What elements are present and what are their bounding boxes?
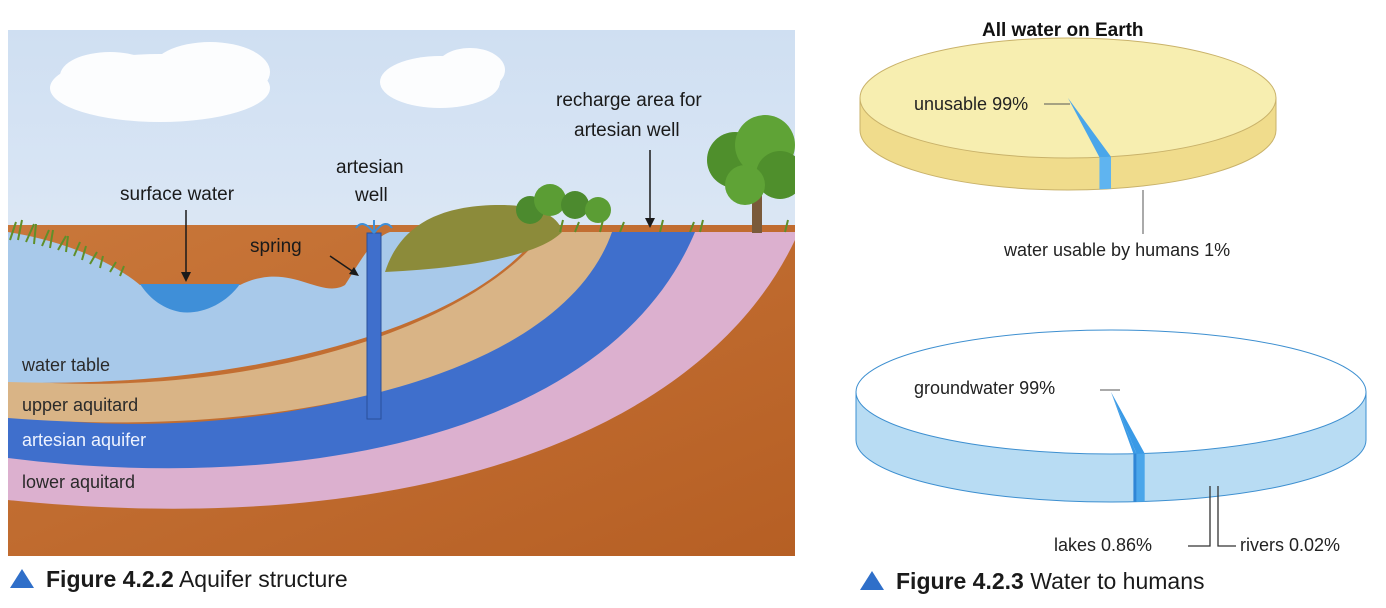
fountain-icon [355,220,393,234]
recharge-label-line1: recharge area for [556,90,702,111]
pie-chart-title: All water on Earth [982,20,1144,41]
caption-number: Figure 4.2.2 [46,566,174,592]
cloud-icon [50,42,505,122]
artesian-aquifer-label: artesian aquifer [22,430,146,450]
grass [9,219,125,277]
hill [385,205,562,272]
artesian-well-pipe [366,232,382,420]
upper-aquitard-label: upper aquitard [22,395,138,415]
surface-water-pond [140,284,240,313]
aquifer-diagram: surface water artesian well spring recha… [8,30,795,556]
surface-water-label: surface water [120,184,235,205]
pie2-lakes-leader [1188,486,1211,547]
triangle-icon [10,569,34,588]
water-charts: All water on Earth unusable 99% water us… [855,20,1367,555]
pie2-lakes-slice [1111,392,1145,454]
water-table-label: water table [21,355,110,375]
pie-chart-all-water: unusable 99% water usable by humans 1% [859,37,1277,260]
pie2-rivers-slice-side [1133,453,1137,502]
spring-arrowhead [349,267,359,276]
artesian-aquifer-layer [8,232,695,469]
bush-icon [516,184,611,224]
pie1-unusable-label: unusable 99% [914,94,1028,114]
surface-water-arrowhead [181,272,191,282]
lower-aquitard-band [8,232,740,504]
aquifer-figure-caption: Figure 4.2.2 Aquifer structure [10,566,348,593]
recharge-arrowhead [645,218,655,228]
upper-aquitard-layer [8,232,612,423]
spring-label: spring [250,236,302,257]
lower-aquitard-label: lower aquitard [22,472,135,492]
caption-text: Water to humans [1023,568,1205,594]
water-figure-caption: Figure 4.2.3 Water to humans [860,568,1205,595]
caption-text: Aquifer structure [173,566,348,592]
caption-number: Figure 4.2.3 [896,568,1024,594]
pie1-usable-label: water usable by humans 1% [1003,240,1230,260]
spring-arrow [329,255,356,274]
pie1-usable-slice [1068,98,1112,158]
pie2-rivers-label: rivers 0.02% [1240,535,1340,555]
artesian-well-label-line1: artesian [336,157,404,178]
pie-chart-usable-water: groundwater 99% lakes 0.86% rivers 0.02% [855,329,1367,555]
triangle-icon [860,571,884,590]
pie2-rivers-leader [1217,486,1236,547]
pie2-lakes-slice-side [1136,453,1145,502]
pie2-rivers-slice [1111,392,1137,454]
tree-icon [707,115,795,233]
recharge-label-line2: artesian well [574,120,680,141]
artesian-well-label-line2: well [354,185,388,206]
pie1-usable-slice-side [1099,156,1112,190]
grass-right [559,219,789,233]
pie2-lakes-label: lakes 0.86% [1054,535,1152,555]
pie2-groundwater-label: groundwater 99% [914,378,1055,398]
